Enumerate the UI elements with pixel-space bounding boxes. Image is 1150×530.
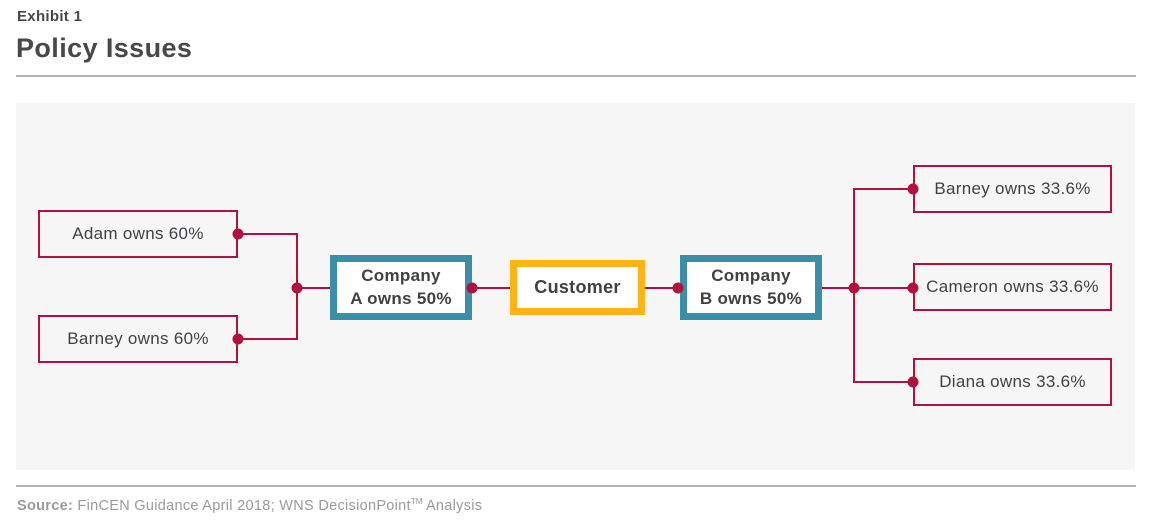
node-cameron-336-owner: Cameron owns 33.6% (913, 263, 1112, 311)
node-barney-336-label: Barney owns 33.6% (934, 179, 1091, 198)
source-note: Source: FinCEN Guidance April 2018; WNS … (17, 497, 482, 514)
source-prefix: Source: (17, 497, 74, 514)
node-company-b: Company B owns 50% (680, 255, 822, 320)
trademark-symbol: TM (410, 497, 423, 506)
node-company-b-line1: Company (711, 265, 791, 285)
node-company-b-line2: B owns 50% (699, 288, 803, 308)
node-barney-60-owner: Barney owns 60% (38, 315, 238, 363)
node-barney-336-owner: Barney owns 33.6% (913, 165, 1112, 213)
top-divider (16, 75, 1136, 77)
page-title: Policy Issues (16, 33, 193, 63)
node-company-a-line1: Company (361, 265, 441, 285)
node-customer: Customer (510, 260, 645, 315)
source-text: FinCEN Guidance April 2018; WNS Decision… (73, 497, 411, 514)
node-diana-336-label: Diana owns 33.6% (939, 372, 1086, 391)
node-company-a-line2: A owns 50% (350, 288, 452, 308)
node-customer-label: Customer (534, 277, 621, 297)
exhibit-label: Exhibit 1 (17, 8, 83, 25)
source-suffix: Analysis (422, 497, 483, 514)
node-barney-60-label: Barney owns 60% (67, 329, 209, 348)
node-adam-owner: Adam owns 60% (38, 210, 238, 258)
node-diana-336-owner: Diana owns 33.6% (913, 358, 1112, 406)
node-company-a: Company A owns 50% (330, 255, 472, 320)
bottom-divider (16, 485, 1136, 487)
node-adam-label: Adam owns 60% (72, 224, 204, 243)
node-cameron-336-label: Cameron owns 33.6% (926, 277, 1099, 296)
